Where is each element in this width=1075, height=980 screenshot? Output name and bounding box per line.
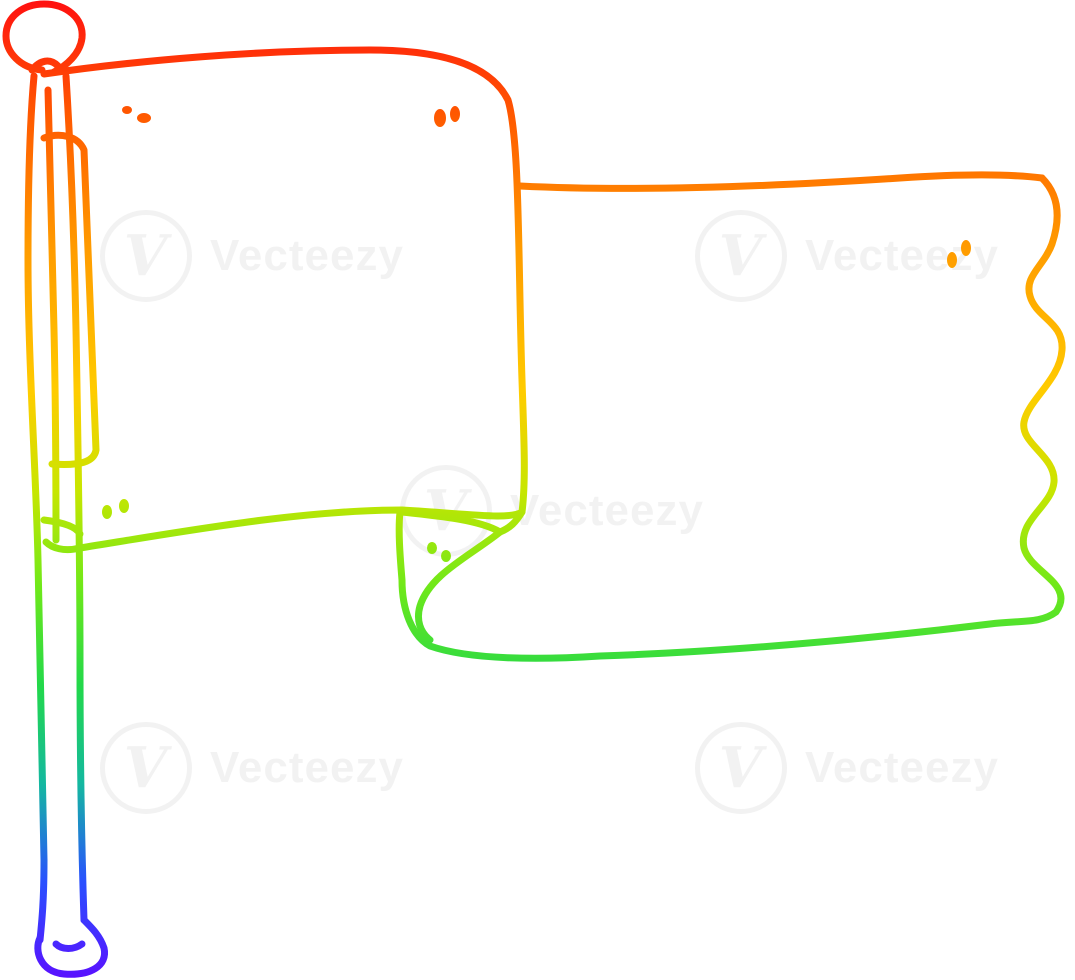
pole-knob-inner xyxy=(28,57,62,74)
flag-fold-underside xyxy=(398,508,504,644)
pole-knob xyxy=(2,0,86,76)
flag-fold-ridge xyxy=(496,508,526,536)
flag-front-panel xyxy=(40,46,528,554)
highlight-mark xyxy=(961,240,971,256)
highlight-mark xyxy=(427,542,437,554)
pole-bottom-cap xyxy=(34,916,109,978)
highlight-mark xyxy=(119,499,129,513)
highlight-mark xyxy=(434,109,446,127)
highlight-mark xyxy=(947,252,957,268)
flag-fold-line xyxy=(516,171,1046,192)
highlight-mark xyxy=(122,106,132,114)
highlight-mark xyxy=(102,505,112,519)
pole-bottom-inner xyxy=(52,940,86,952)
highlight-mark xyxy=(441,550,451,562)
flag-back-panel xyxy=(395,174,1066,662)
flag-sleeve-bottom xyxy=(40,516,84,538)
flag-sleeve xyxy=(40,131,100,468)
highlight-mark xyxy=(450,106,460,122)
highlight-mark xyxy=(137,113,151,123)
pole-inner-line xyxy=(44,86,60,544)
pole-left-edge xyxy=(24,72,48,944)
pole-right-edge xyxy=(62,72,88,924)
